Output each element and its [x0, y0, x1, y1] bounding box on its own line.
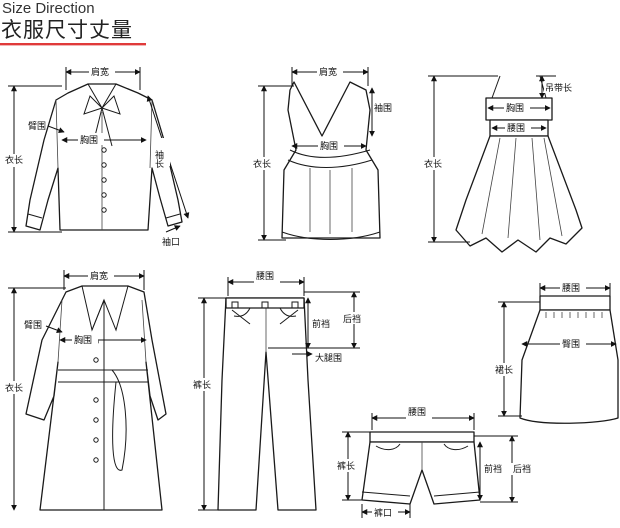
header: Size Direction 衣服尺寸丈量: [0, 0, 620, 50]
pants-illustration: [217, 297, 317, 511]
label-dress-chest: 胸围: [506, 102, 524, 114]
title-underline-shadow: [0, 45, 146, 46]
label-vest-chest: 胸围: [320, 140, 338, 152]
label-vest-shoulder: 肩宽: [319, 66, 337, 78]
dress-dimensions: [423, 75, 580, 243]
label-shorts-waist: 腰围: [408, 407, 426, 418]
shorts-illustration: [361, 431, 481, 505]
label-skirt-hip: 臀围: [562, 339, 580, 350]
label-shirt-chest: 胸围: [80, 134, 98, 146]
title-underline: [0, 43, 146, 45]
label-skirt-waist: 腰围: [562, 283, 580, 294]
label-shirt-cuff: 袖口: [162, 236, 180, 248]
label-pants-thigh: 大腿围: [315, 352, 342, 364]
label-coat-length: 衣长: [5, 382, 23, 394]
label-dress-strap: 吊带长: [545, 82, 572, 94]
label-shirt-sleeve: 袖长: [153, 149, 164, 169]
label-shirt-shoulder: 肩宽: [91, 66, 109, 78]
title-chinese: 衣服尺寸丈量: [1, 18, 133, 42]
label-pants-waist: 腰围: [256, 271, 274, 282]
label-pants-front-rise: 前裆: [312, 318, 330, 330]
label-shorts-length: 裤长: [337, 460, 355, 472]
label-vest-length: 衣长: [253, 158, 271, 170]
label-skirt-length: 裙长: [495, 364, 513, 376]
label-shorts-back-rise: 后裆: [513, 463, 531, 475]
label-shorts-front-rise: 前裆: [484, 463, 502, 475]
pants-dimensions: [192, 276, 367, 511]
label-shirt-arm: 臂围: [28, 120, 46, 132]
label-coat-shoulder: 肩宽: [90, 270, 108, 282]
label-pants-length: 裤长: [193, 379, 211, 391]
label-dress-waist: 腰围: [507, 123, 525, 134]
label-coat-chest: 胸围: [74, 334, 92, 346]
label-vest-armhole: 袖围: [374, 102, 392, 114]
title-english: Size Direction: [2, 0, 95, 17]
label-shorts-leg-opening: 裤口: [374, 507, 392, 519]
vest-dimensions: [252, 66, 397, 241]
coat-dimensions: [4, 270, 147, 511]
shorts-dimensions: [336, 412, 537, 519]
label-coat-arm: 臂围: [24, 319, 42, 331]
shirt-dimensions: [4, 66, 190, 233]
label-pants-back-rise: 后裆: [343, 313, 361, 325]
label-shirt-length: 衣长: [5, 154, 23, 166]
shirt-illustration: [25, 83, 183, 231]
skirt-illustration: [519, 295, 619, 424]
skirt-dimensions: [494, 282, 617, 417]
vest-illustration: [281, 81, 381, 240]
label-dress-length: 衣长: [424, 158, 442, 170]
coat-illustration: [25, 285, 167, 511]
